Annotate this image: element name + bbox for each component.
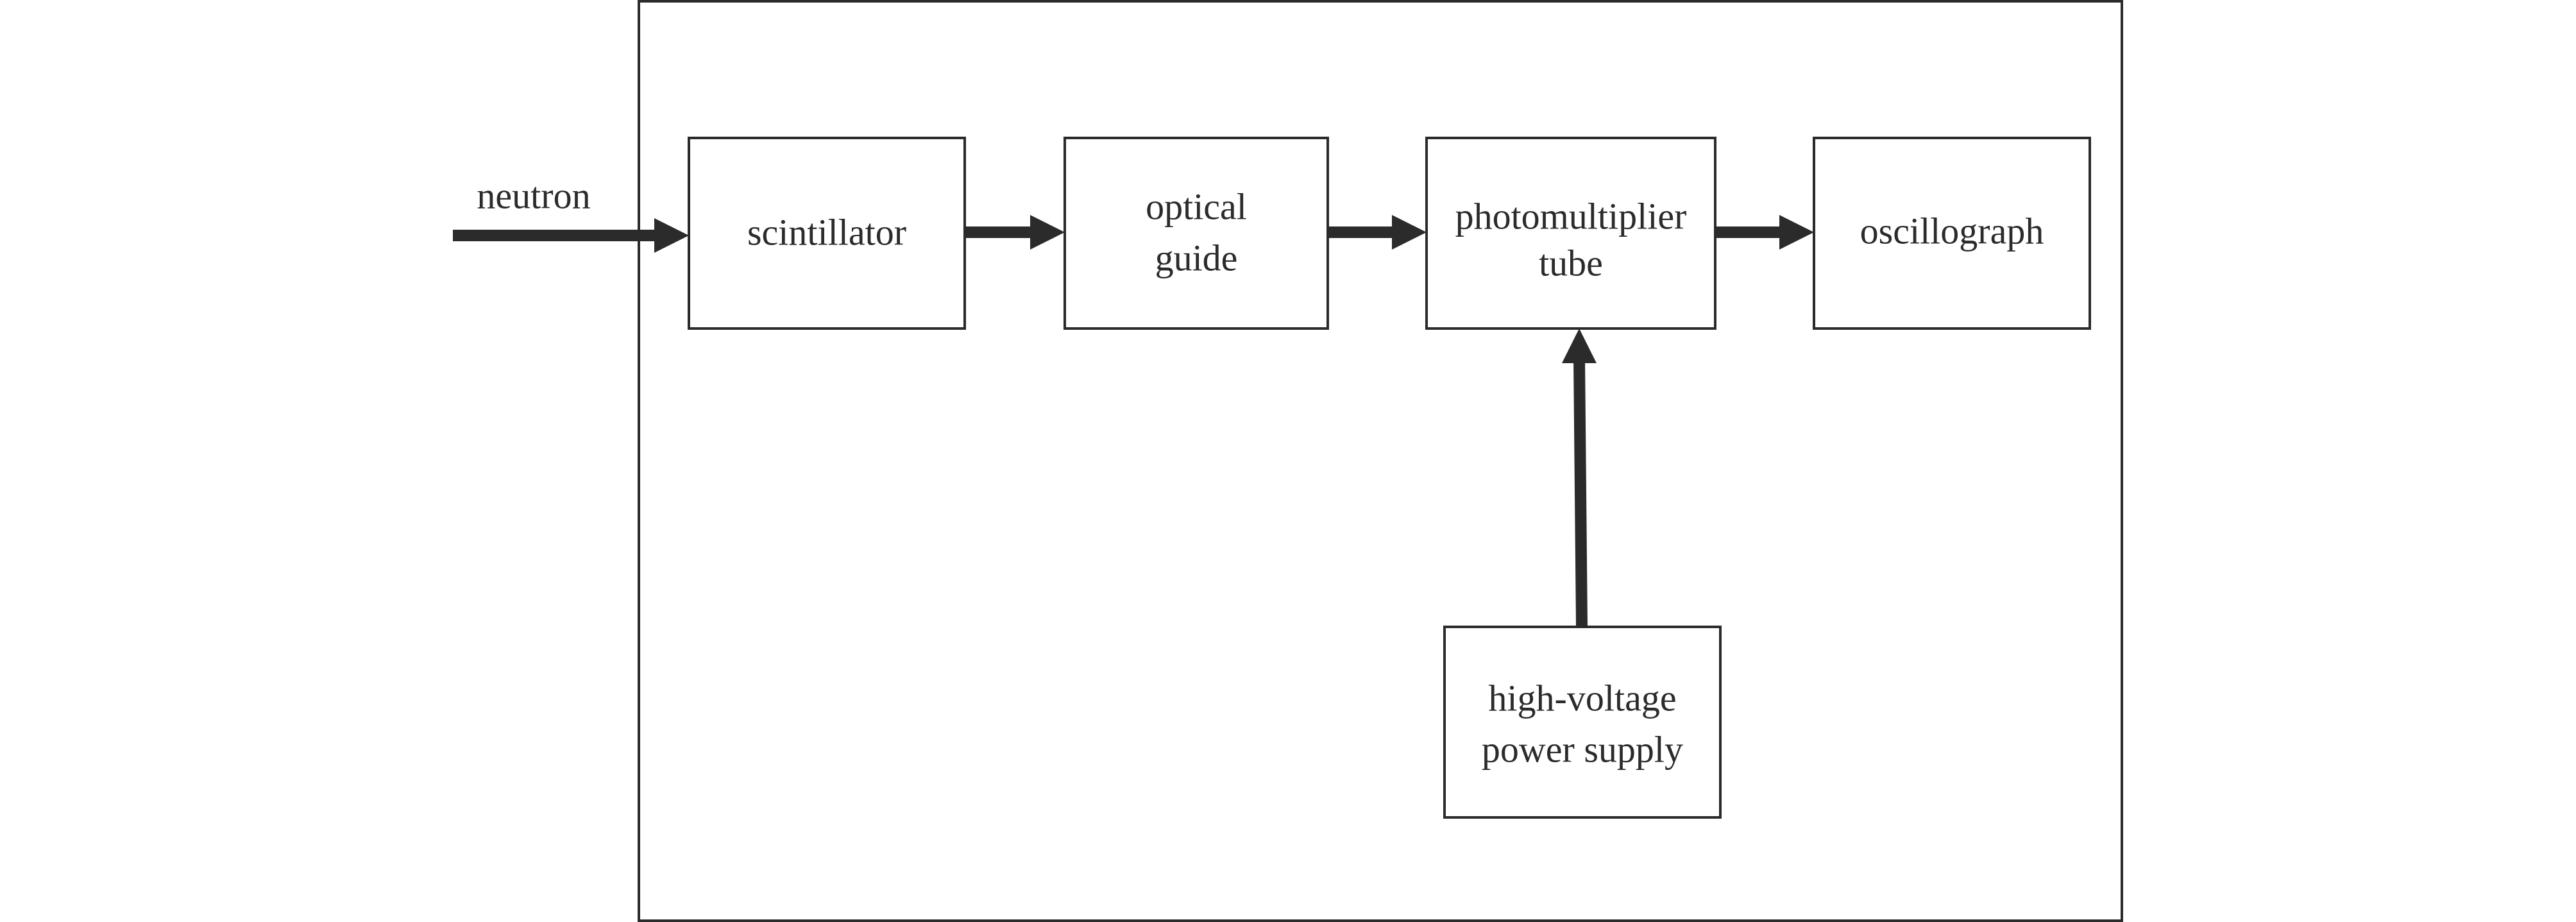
neutron-input-arrow [453,218,689,253]
power-supply-to-photomultiplier-arrow [1562,329,1597,627]
optical-guide-to-photomultiplier-arrow [1328,215,1427,250]
optical-guide-label-line-1: optical [1146,186,1247,228]
power-supply-label-line-1: high-voltage [1488,678,1676,719]
photomultiplier-label-line-1: photomultiplier [1455,196,1687,237]
power-supply-block: high-voltage power supply [1443,626,1722,819]
neutron-label: neutron [477,175,590,217]
optical-guide-block: optical guide [1063,137,1329,330]
system-frame [638,0,2123,922]
scintillator-to-optical-guide-arrow [965,215,1065,250]
scintillator-label: scintillator [747,212,906,253]
scintillator-block: scintillator [688,137,966,330]
power-supply-label-line-2: power supply [1482,729,1683,771]
oscillograph-block: oscillograph [1813,137,2091,330]
photomultiplier-label-line-2: tube [1539,243,1603,284]
photomultiplier-to-oscillograph-arrow [1715,215,1814,250]
photomultiplier-tube-block: photomultiplier tube [1425,137,1716,330]
oscillograph-label: oscillograph [1860,210,2044,252]
optical-guide-label-line-2: guide [1155,237,1238,279]
